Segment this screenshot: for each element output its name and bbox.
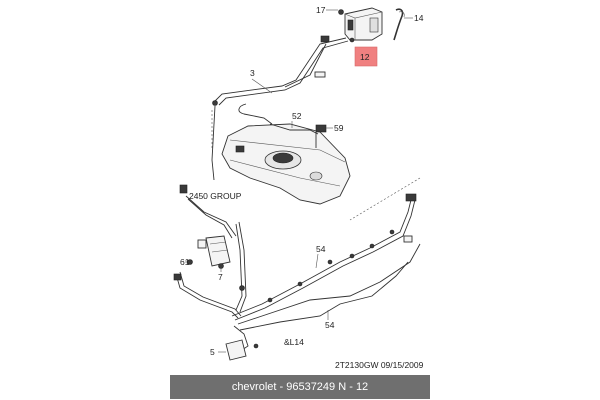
diagram-code: 2T2130GW 09/15/2009 [335,360,424,370]
part-12-highlight[interactable] [354,46,378,67]
vapor-lines: 3 [211,35,349,181]
canister-assembly: 12 14 17 [316,5,424,67]
lower-assembly: 2450 GROUP 7 61 [173,184,247,319]
callout-5: 5 [210,347,215,357]
caption-bar: chevrolet - 96537249 N - 12 [170,375,430,399]
callout-54-upper: 54 [316,244,326,254]
callout-52: 52 [292,111,302,121]
fuel-lines-54: 54 54 &L14 5 [210,193,421,361]
callout-14: 14 [414,13,424,23]
callout-61: 61 [180,257,190,267]
callout-7: 7 [218,272,223,282]
callout-17: 17 [316,5,326,15]
callout-54-lower: 54 [325,320,335,330]
callout-12: 12 [360,52,370,62]
callout-59: 59 [334,123,344,133]
callout-2450-group: 2450 GROUP [189,191,242,201]
callout-l14: &L14 [284,337,304,347]
callout-3: 3 [250,68,255,78]
fuel-tank: 52 59 [211,110,421,221]
